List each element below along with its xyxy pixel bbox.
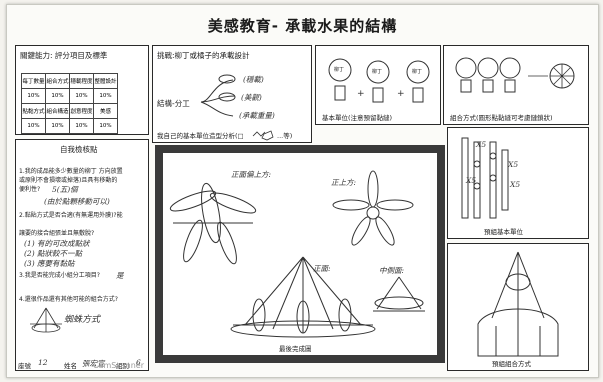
watermark: CamScanner [93,361,145,370]
challenge-heading: 挑戰:柳丁或橘子的承載設計 [157,51,250,60]
score-cell: 點黏方式 [21,103,46,119]
group-value: 6 [136,358,141,367]
answer-2b: (2) 點狀較不一點 [24,249,83,258]
name-label: 姓名 [64,362,77,370]
quantity-mark: X5 [466,176,477,185]
worksheet: 美感教育- 承載水果的結構 關鍵能力: 評分項目及標準 每丁數量組合方式穩載程度… [6,4,599,378]
score-cell: 組合方式 [45,73,70,89]
score-cell: 10% [93,88,118,104]
self-check-heading: 自我檢核點 [60,145,98,154]
pre-combination-caption: 預組組合方式 [492,360,531,368]
answer-2c: (3) 應要有黏貼 [24,259,75,268]
score-cell: 10% [45,118,70,134]
answer-1b: (由於點顆移動可以) [44,197,110,206]
pre-unit-panel: X5 X5 X5 X5 預組基本單位 [447,127,589,239]
self-check-panel: 自我檢核點 1.我的成品能多少數量的柳丁 方向放置 或原則不會損壞或掉落)且具有… [15,139,149,371]
basic-unit-panel: + + 柳丁 柳丁 柳丁 基本單位(注意預留黏縫) [315,45,441,125]
score-cell: 整體設計 [93,73,118,89]
score-cell: 組合構造 [45,103,70,119]
score-table: 每丁數量組合方式穩載程度整體設計 10%10%10%10% 點黏方式組合構造創意… [21,73,118,134]
score-cell: 穩載程度 [69,73,94,89]
answer-2a: (1) 有的可改成點狀 [24,239,90,248]
quantity-mark: X5 [476,140,487,149]
pre-combination-panel: 預組組合方式 [447,243,589,371]
quantity-mark: X5 [508,160,519,169]
question-4: 4.還很作品還有其他可能的組合方式? [19,296,118,303]
svg-text:+: + [397,89,405,99]
score-cell: 10% [45,88,70,104]
challenge-panel: 挑戰:柳丁或橘子的承載設計 結構-分工 (穩載) (美觀) (承載重量) 我自己… [152,45,312,143]
final-structure-sketch [169,170,425,338]
unit-circle-label: 柳丁 [372,69,383,75]
question-2-line2: 讓要的接合組張並且無敷脫? [19,230,95,237]
score-cell: 每丁數量 [21,73,46,89]
shape-analysis-label: 我自己的基本單位造型分析(□ [157,132,244,140]
answer-4: 蜘蛛方式 [64,315,101,325]
score-cell: 10% [69,118,94,134]
answer-3: 是 [116,271,124,280]
pre-unit-sketch [461,137,509,219]
pre-combination-sketch [477,251,559,357]
unit-caption: 基本單位(注意預留黏縫) [322,114,393,122]
final-caption: 最後完成圖 [279,345,312,353]
seat-label: 座號 [18,362,31,370]
annotation: 正面偏上方: [231,170,272,179]
branch-label: (承載重量) [239,111,275,120]
score-cell: 美感 [93,103,118,119]
annotation: 正面: [313,264,331,273]
annotation: 正上方: [331,178,357,187]
score-cell: 10% [21,118,46,134]
main-drawing-frame: 正面偏上方: 正上方: 正面: 中側面: 最後完成圖 [155,145,445,363]
unit-circle-label: 柳丁 [412,69,423,75]
worksheet-title: 美感教育- 承載水果的結構 [207,17,398,35]
question-2: 2.黏貼方式是否合適(有無運用外膜)?能 [19,212,123,219]
combination-sketch [455,57,575,93]
score-cell: 10% [69,88,94,104]
score-cell: 創意程度 [69,103,94,119]
score-cell: 10% [93,118,118,134]
name-value: 張宏宣 [82,359,105,368]
question-3: 3.我是否能完成小組分工項目? [19,272,100,279]
seat-value: 12 [38,358,48,367]
svg-text:+: + [357,89,365,99]
unit-sketch: + + [328,58,430,103]
branch-label: (美觀) [241,93,262,102]
pre-unit-caption: 預組基本單位 [484,228,523,236]
combination-panel: 組合方式(圓形點黏縫可考慮鏈鎖狀) [443,45,589,125]
unit-circle-label: 柳丁 [334,67,345,73]
score-cell: 10% [21,88,46,104]
question-1-line2: 或原則不會損壞或掉落)且具有移動的 [19,177,118,184]
question-1-line3: 便利性? [19,186,41,193]
quantity-mark: X5 [510,180,521,189]
branch-label: (穩載) [243,75,264,84]
mini-sketch [30,307,62,333]
shape-analysis-end: ...等) [277,132,293,140]
group-label: 組別 [116,362,129,370]
answer-1a: 5(五)個 [52,185,78,194]
question-1: 1.我的成品能多少數量的柳丁 方向放置 [19,168,123,175]
scoring-heading: 關鍵能力: 評分項目及標準 [20,51,108,60]
combination-caption: 組合方式(圓形點黏縫可考慮鏈鎖狀) [450,114,553,122]
annotation: 中側面: [379,266,405,275]
division-sketch [200,74,274,141]
division-label: 結構-分工 [157,99,190,108]
